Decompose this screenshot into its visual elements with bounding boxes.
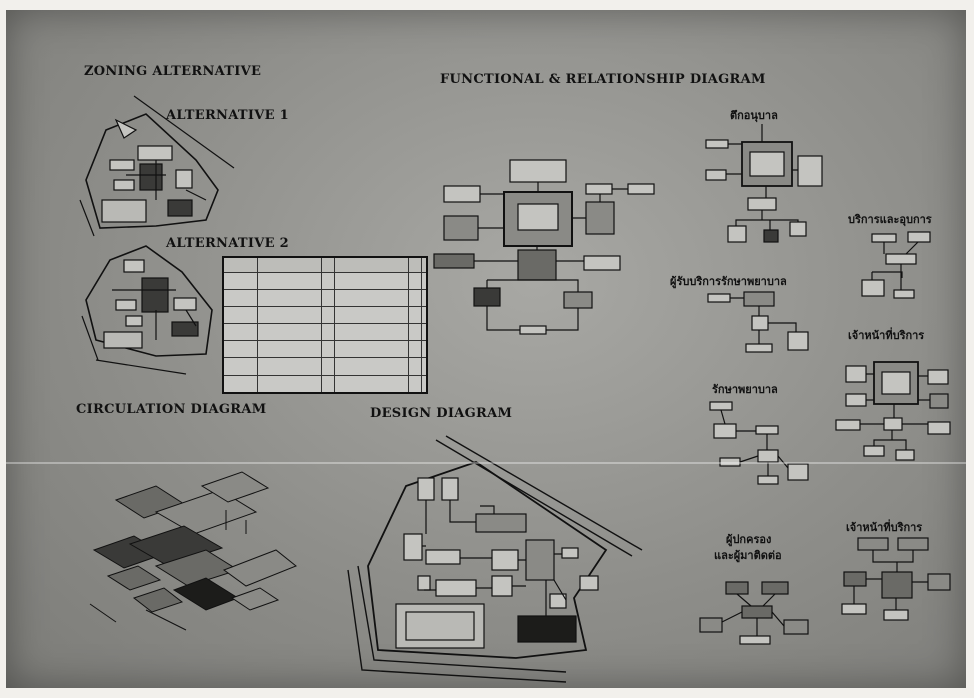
- diagram-canvas: [79, 95, 951, 683]
- subdiagram-title-6a: ผู้ปกครอง: [726, 533, 772, 546]
- functional-main-diagram: [433, 159, 655, 335]
- board-fold-line: [6, 462, 966, 464]
- subdiagram-5: [709, 401, 809, 485]
- subdiagram-title-6b: และผู้มาติดต่อ: [714, 549, 782, 562]
- circulation-diagram-heading: CIRCULATION DIAGRAM: [76, 402, 267, 417]
- subdiagram-title-2: บริการและอุบการ: [848, 213, 932, 226]
- comparison-table: [222, 256, 428, 394]
- alternative-2-site: [81, 245, 213, 375]
- subdiagram-title-7: เจ้าหน้าที่บริการ: [846, 521, 923, 534]
- subdiagram-6: [699, 581, 809, 645]
- design-diagram-heading: DESIGN DIAGRAM: [370, 406, 513, 421]
- subdiagram-title-4: เจ้าหน้าที่บริการ: [848, 329, 925, 342]
- subdiagram-4: [835, 361, 951, 461]
- subdiagram-7: [841, 537, 951, 621]
- alternative-1-site: [79, 95, 235, 237]
- subdiagram-3: [707, 291, 809, 353]
- design-diagram: [347, 435, 643, 683]
- subdiagram-1: [705, 124, 823, 243]
- subdiagram-2: [861, 231, 931, 299]
- subdiagram-title-5: รักษาพยาบาล: [712, 383, 778, 396]
- subdiagram-title-1: ตึกอนุบาล: [730, 109, 778, 122]
- circulation-diagram: [89, 471, 297, 631]
- zoning-alternative-heading: ZONING ALTERNATIVE: [84, 64, 262, 79]
- subdiagram-title-3: ผู้รับบริการรักษาพยาบาล: [670, 275, 787, 288]
- presentation-board: ZONING ALTERNATIVE ALTERNATIVE 1 ALTERNA…: [6, 10, 966, 688]
- alternative-1-heading: ALTERNATIVE 1: [166, 108, 290, 123]
- alternative-2-heading: ALTERNATIVE 2: [166, 236, 290, 251]
- functional-diagram-heading: FUNCTIONAL & RELATIONSHIP DIAGRAM: [440, 72, 766, 87]
